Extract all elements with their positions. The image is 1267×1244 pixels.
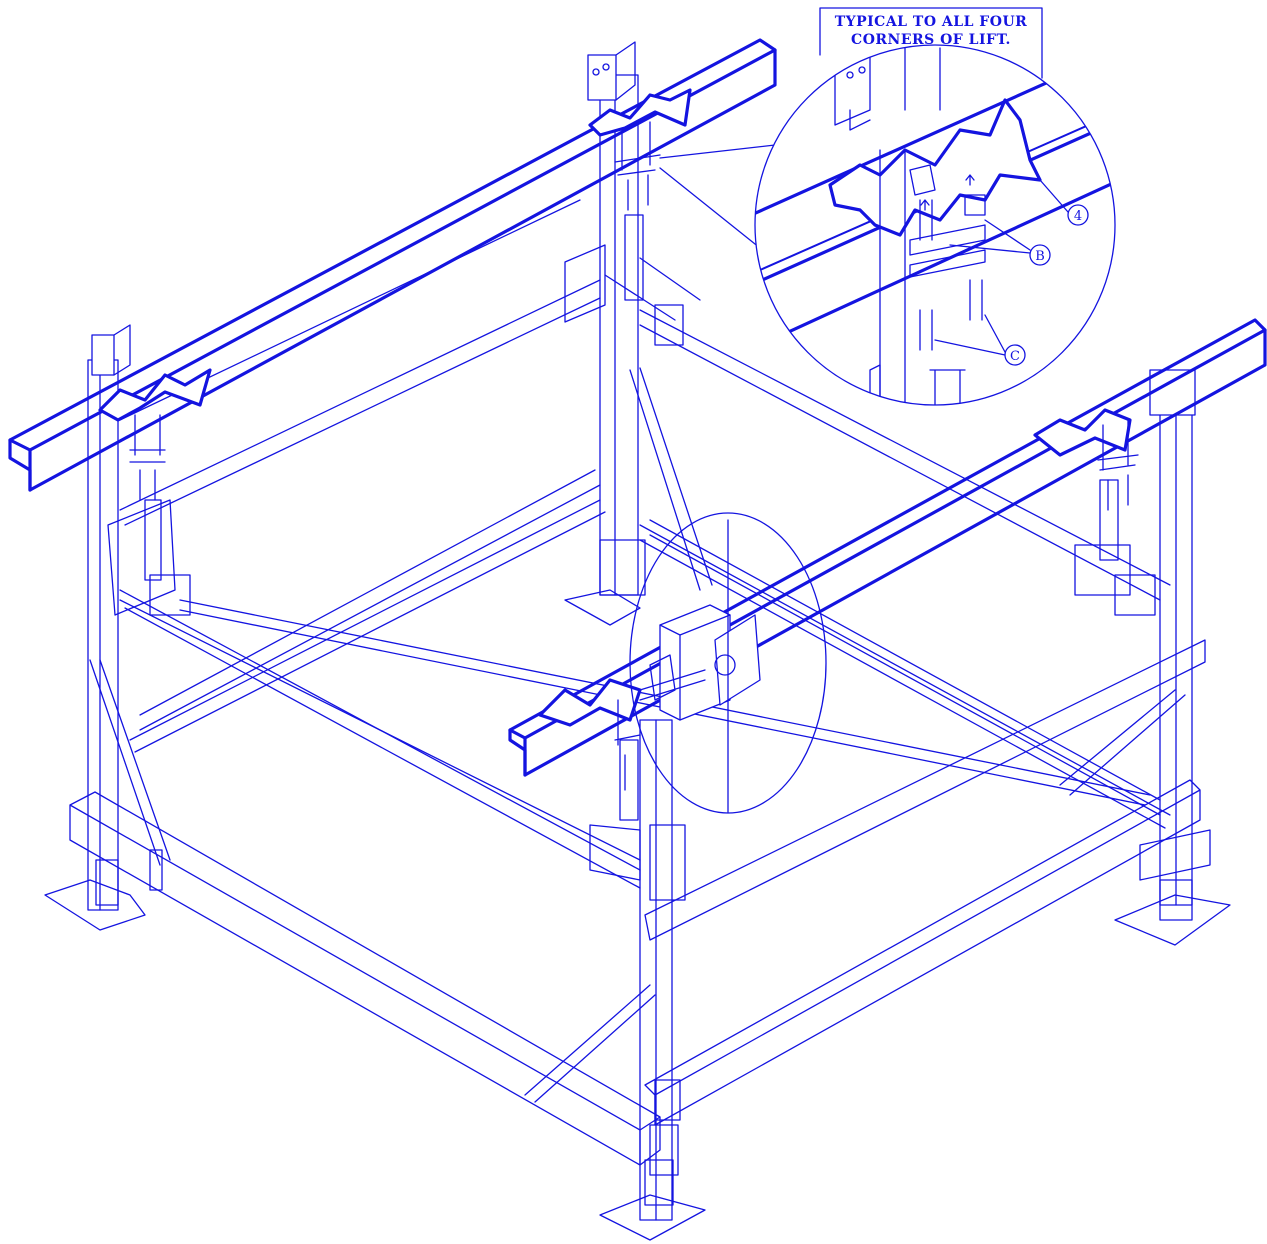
detail-leader-lines [659, 144, 776, 249]
back-left-base-rail [129, 499, 606, 753]
bolt-stack-front [614, 699, 641, 791]
back-post [564, 41, 713, 626]
svg-text:C: C [1010, 349, 1020, 364]
detail-note-line1: TYPICAL TO ALL FOUR [835, 14, 1028, 30]
detail-note-line2: CORNERS OF LIFT. [851, 32, 1011, 48]
front-cradle [589, 739, 641, 881]
front-left-base-rail [69, 791, 661, 1166]
right-cradle [1074, 479, 1156, 616]
lower-back-left-rail [139, 469, 601, 731]
svg-text:B: B [1035, 249, 1045, 264]
left-cradle [107, 499, 641, 861]
mid-right-rail [644, 639, 1206, 941]
callout-4: 4 [1067, 204, 1089, 226]
bolt-stack-right [1097, 419, 1139, 511]
svg-text:4: 4 [1074, 209, 1082, 224]
front-post [524, 719, 706, 1241]
left-bunk-beam [8, 38, 777, 492]
upper-back-right-rail [639, 309, 1171, 601]
callout-b: B [1029, 244, 1051, 266]
callout-c: C [1004, 344, 1026, 366]
winch-assembly [639, 604, 761, 721]
bolt-stack-back [614, 121, 661, 211]
lower-back-right-rail [649, 519, 1161, 816]
winch-handwheel [629, 512, 827, 814]
mid-left-rail [119, 589, 641, 889]
bolt-stack-left [129, 414, 166, 501]
front-right-base-rail [644, 779, 1201, 1126]
back-cradle [564, 214, 701, 346]
right-bunk-beam [508, 318, 1267, 777]
detail-view: TYPICAL TO ALL FOUR CORNERS OF LIFT. [754, 7, 1116, 406]
